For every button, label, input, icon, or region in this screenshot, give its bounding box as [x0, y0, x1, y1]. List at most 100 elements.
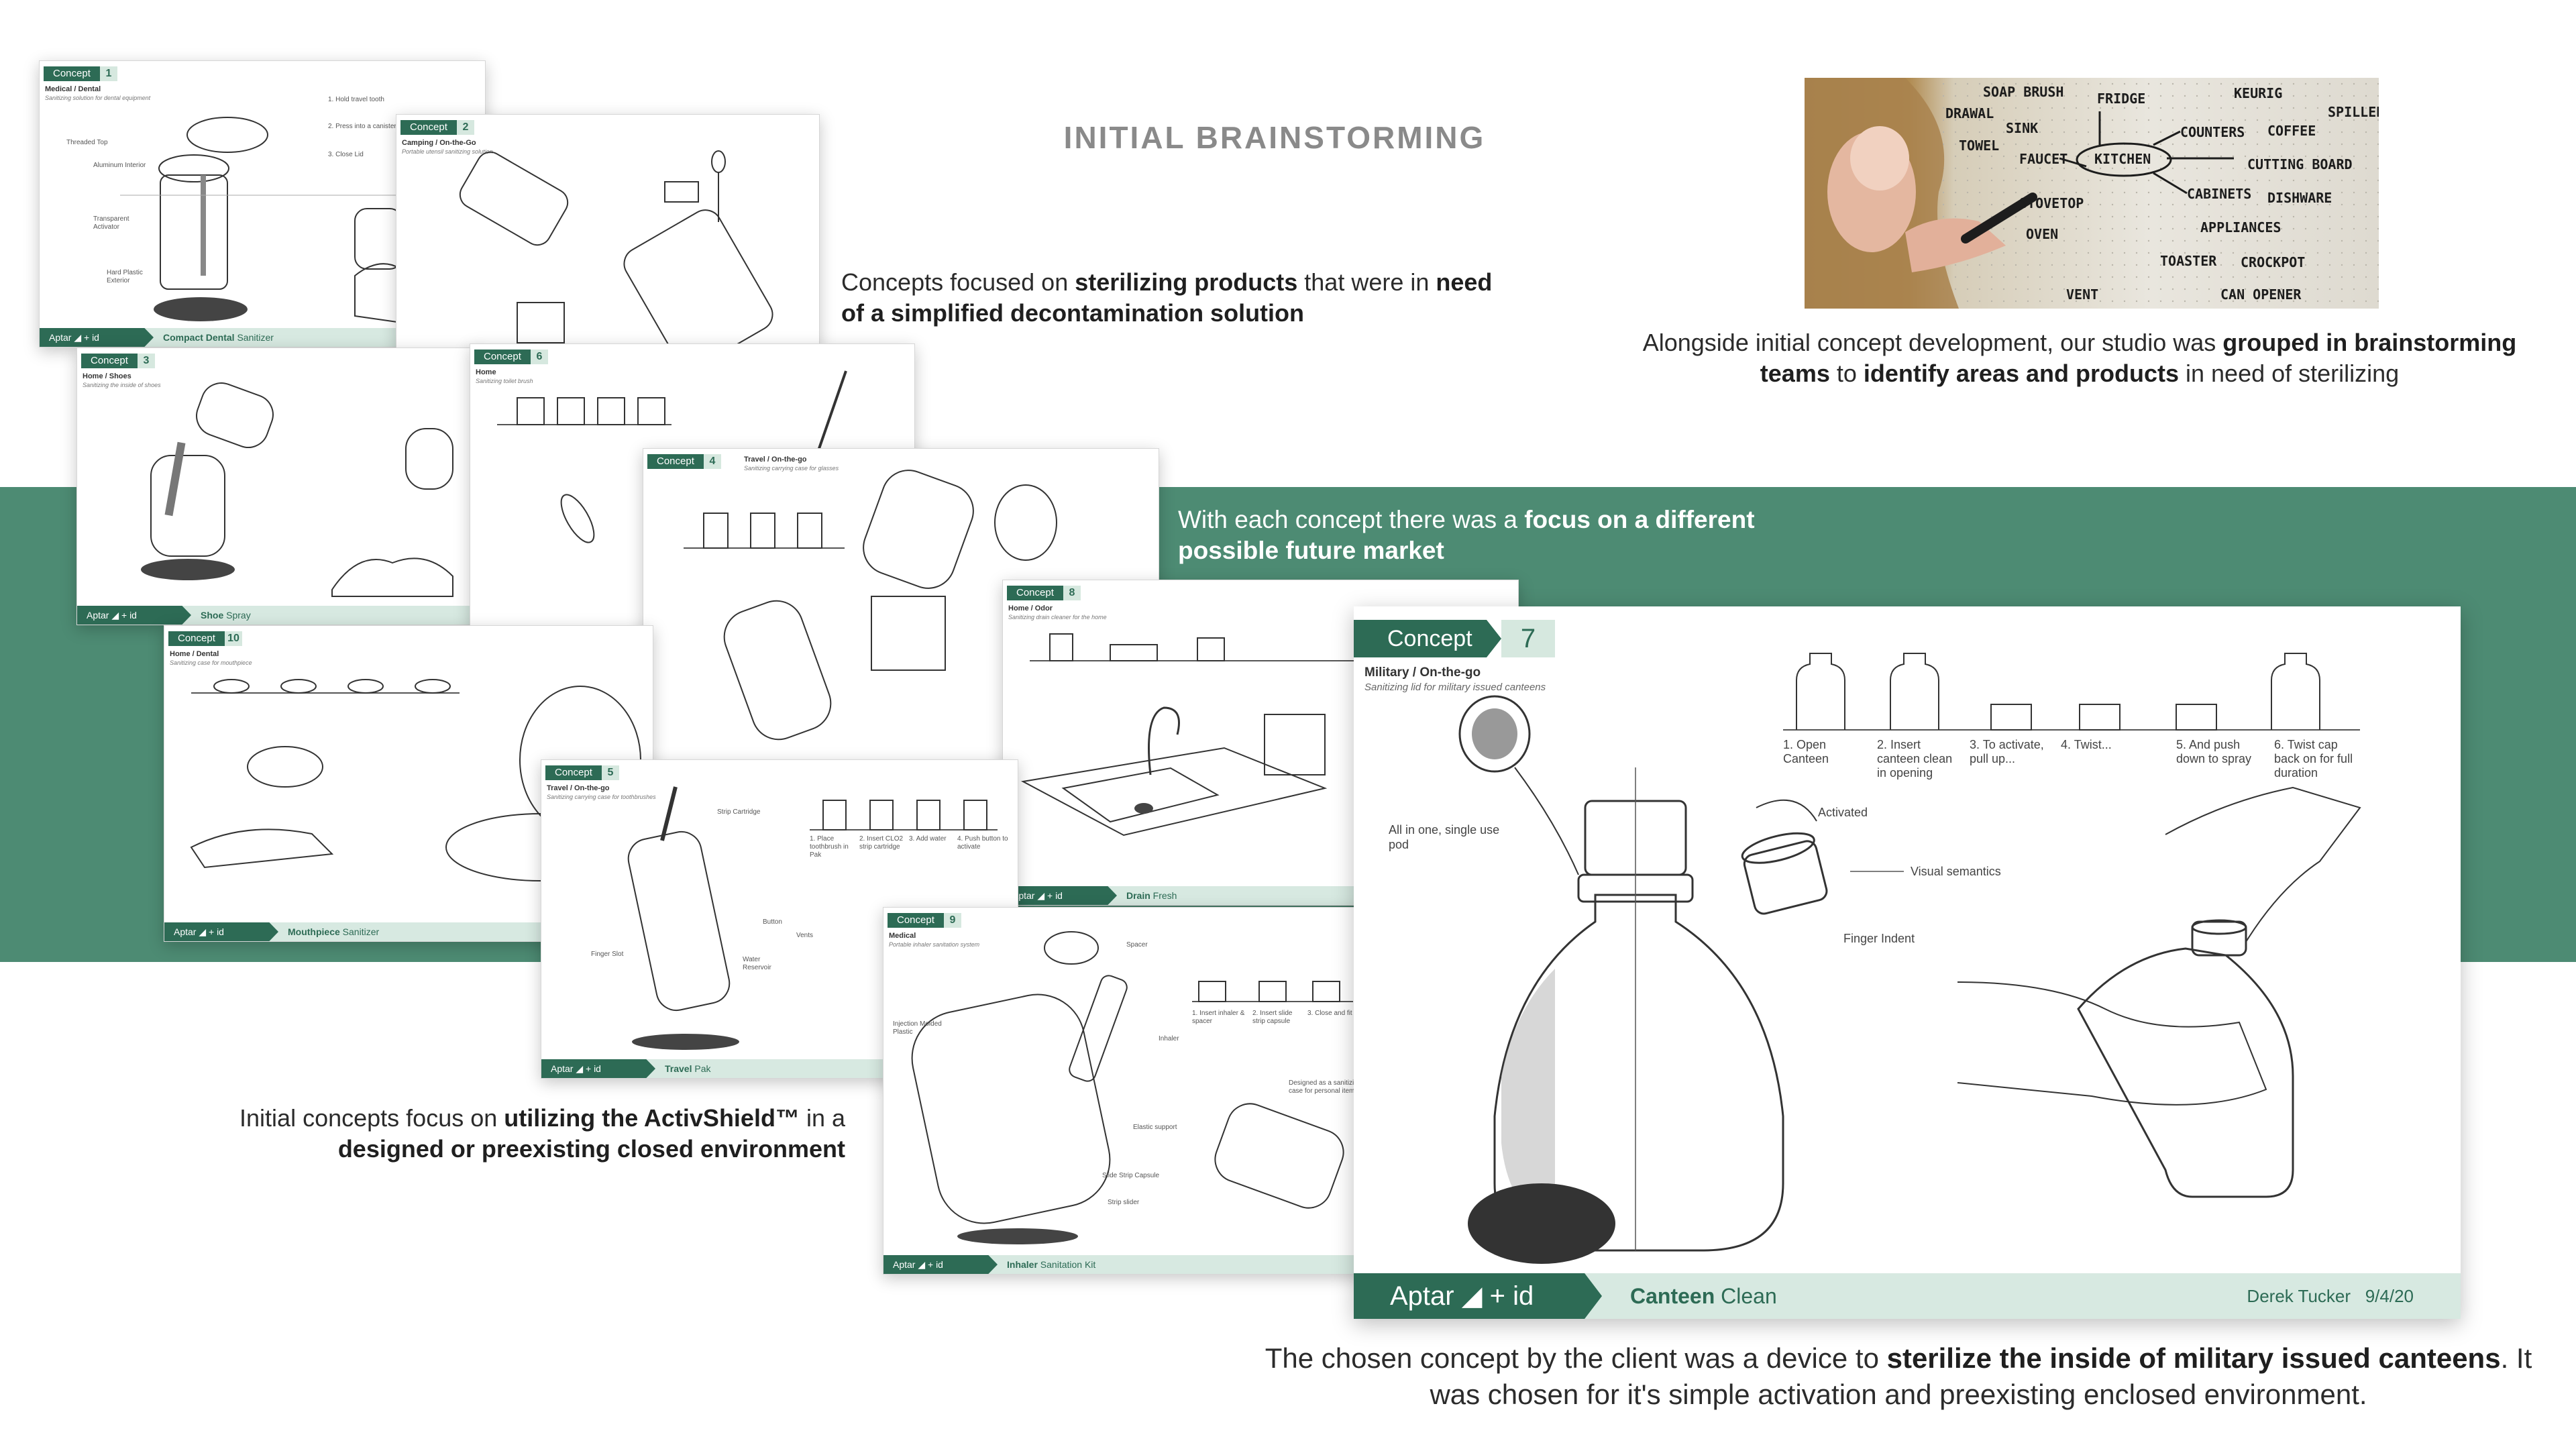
concept-sketch — [684, 470, 1057, 741]
photo-word: DRAWAL — [1945, 105, 1994, 121]
concept-sketch — [459, 150, 773, 350]
concept-description: Sanitizing carrying case for glasses — [744, 465, 839, 472]
caption-bold: sterilize the inside of military issued … — [1886, 1342, 2501, 1374]
photo-word: TOWEL — [1959, 138, 1999, 154]
caption-bold: identify areas and products — [1863, 360, 2179, 387]
concept-tag: Concept — [888, 913, 952, 928]
caption-bold: need of a simplified decontamination sol… — [841, 268, 1493, 327]
card-note: Aluminum Interior — [93, 162, 146, 169]
card-note: Transparent Activator — [93, 215, 129, 231]
caption-text: . It was chosen for it's simple activati… — [1430, 1342, 2532, 1410]
concept-tag: Concept — [81, 354, 146, 368]
caption-text: The chosen concept by the client was a d… — [1265, 1342, 1887, 1374]
caption-bold: sterilizing products — [1075, 268, 1298, 296]
concept-name: Shoe Spray — [201, 610, 251, 621]
photo-word: CABINETS — [2187, 186, 2251, 202]
photo-word: VENT — [2066, 286, 2098, 303]
canteen-sketch — [1458, 653, 2361, 1264]
card-note: 1. Insert inhaler & spacer — [1192, 1010, 1245, 1025]
concept-sketch — [1020, 633, 1379, 837]
concept-sketch — [141, 382, 453, 597]
concept-description: Sanitizing case for mouthpiece — [170, 659, 252, 666]
concept-tag: Concept — [1007, 586, 1071, 600]
caption-bold: possible future market — [1178, 537, 1444, 564]
concept-description: Sanitizing solution for dental equipment — [45, 95, 151, 101]
card-note: 2. Press into a canister — [328, 123, 396, 130]
concept-name: Drain Fresh — [1126, 890, 1177, 901]
aptar-logo: Aptar ◢ + id — [1354, 1273, 1602, 1319]
concept-description: Sanitizing toilet brush — [476, 378, 533, 384]
step-label: 2. Insert canteen clean in opening — [1877, 738, 1953, 780]
photo-word: DISHWARE — [2267, 190, 2332, 206]
author-date: Derek Tucker 9/4/20 — [2247, 1286, 2414, 1306]
label-activated: Activated — [1818, 806, 1868, 819]
card-note: 1. Place toothbrush in Pak — [810, 835, 849, 859]
aptar-logo: Aptar ◢ + id — [40, 328, 154, 347]
caption-text: that were in — [1297, 268, 1436, 296]
card-note: Strip Cartridge — [717, 808, 761, 816]
concept-tag: Concept — [400, 120, 465, 135]
concept-number: 6 — [531, 350, 548, 364]
step-label: 1. Open Canteen — [1783, 738, 1829, 765]
concept-card-2: Concept 2 Camping / On-the-Go Portable u… — [396, 114, 820, 350]
photo-word: OVEN — [2026, 226, 2058, 242]
concept-description: Sanitizing carrying case for toothbrushe… — [547, 794, 656, 800]
card-note: Button — [763, 918, 782, 926]
concept-number: 7 — [1501, 620, 1555, 657]
concept-sketch — [120, 117, 433, 324]
concept-market: Military / On-the-go — [1364, 665, 1481, 680]
aptar-logo: Aptar ◢ + id — [164, 922, 278, 941]
caption-sterilizing: Concepts focused on sterilizing products… — [841, 267, 1499, 329]
concept-market: Home — [476, 368, 496, 376]
concept-number: 9 — [944, 913, 961, 928]
concept-name: Compact Dental Sanitizer — [163, 332, 274, 343]
caption-text: With each concept there was a — [1178, 506, 1525, 533]
concept-tag: Concept — [168, 631, 233, 646]
card-note: Designed as a sanitizing case for person… — [1289, 1079, 1362, 1095]
concept-tag: Concept — [44, 66, 108, 81]
aptar-logo: Aptar ◢ + id — [1003, 886, 1117, 905]
concept-market: Home / Odor — [1008, 604, 1053, 612]
label-pod: All in one, single use pod — [1389, 823, 1500, 851]
aptar-logo: Aptar ◢ + id — [77, 606, 191, 625]
photo-word: SOAP BRUSH — [1983, 84, 2063, 100]
concept-name: Mouthpiece Sanitizer — [288, 926, 380, 937]
caption-bold: grouped in brainstorming teams — [1760, 329, 2517, 387]
concept-tag: Concept — [647, 454, 712, 469]
concept-number: 4 — [704, 454, 721, 469]
caption-bold: focus on a different — [1524, 506, 1755, 533]
concept-name: Travel Pak — [665, 1063, 711, 1074]
caption-market: With each concept there was a focus on a… — [1178, 504, 1876, 566]
photo-word: APPLIANCES — [2200, 219, 2281, 235]
photo-word: COFFEE — [2267, 123, 2316, 139]
concept-description: Portable utensil sanitizing solution — [402, 148, 493, 155]
caption-text: in a — [799, 1104, 845, 1132]
caption-brainstorm: Alongside initial concept development, o… — [1637, 327, 2522, 389]
label-visual-semantics: Visual semantics — [1911, 865, 2001, 878]
concept-market: Home / Dental — [170, 650, 219, 658]
photo-word: CAN OPENER — [2220, 286, 2302, 303]
step-label: 4. Twist... — [2061, 738, 2112, 751]
card-footer: Aptar ◢ + id Inhaler Sanitation Kit — [883, 1255, 1365, 1274]
concept-market: Medical / Dental — [45, 85, 101, 93]
photo-word: TOASTER — [2160, 253, 2217, 269]
concept-tag: Concept — [1354, 620, 1501, 657]
photo-word: SPILLED — [2328, 104, 2379, 120]
aptar-logo: Aptar ◢ + id — [883, 1255, 998, 1274]
card-note: 3. Close Lid — [328, 151, 364, 158]
photo-word: CUTTING BOARD — [2247, 156, 2353, 172]
card-note: Finger Slot — [591, 951, 624, 958]
card-note: 3. Close and fit lid — [1307, 1010, 1361, 1017]
concept-number: 10 — [225, 631, 242, 646]
step-label: 6. Twist cap back on for full duration — [2274, 738, 2353, 780]
concept-number: 5 — [602, 765, 619, 780]
photo-word: COUNTERS — [2180, 124, 2245, 140]
concept-card-3: Concept 3 Home / Shoes Sanitizing the in… — [76, 347, 482, 625]
card-footer: Aptar ◢ + id Canteen Clean Derek Tucker … — [1354, 1273, 2461, 1319]
card-footer: Aptar ◢ + id Shoe Spray — [77, 606, 481, 625]
card-note: 2. Insert slide strip capsule — [1252, 1010, 1293, 1025]
caption-bold: utilizing the ActivShield™ — [504, 1104, 800, 1132]
caption-activshield: Initial concepts focus on utilizing the … — [134, 1103, 845, 1165]
photo-word: FRIDGE — [2097, 91, 2145, 107]
card-note: Spacer — [1126, 941, 1148, 949]
